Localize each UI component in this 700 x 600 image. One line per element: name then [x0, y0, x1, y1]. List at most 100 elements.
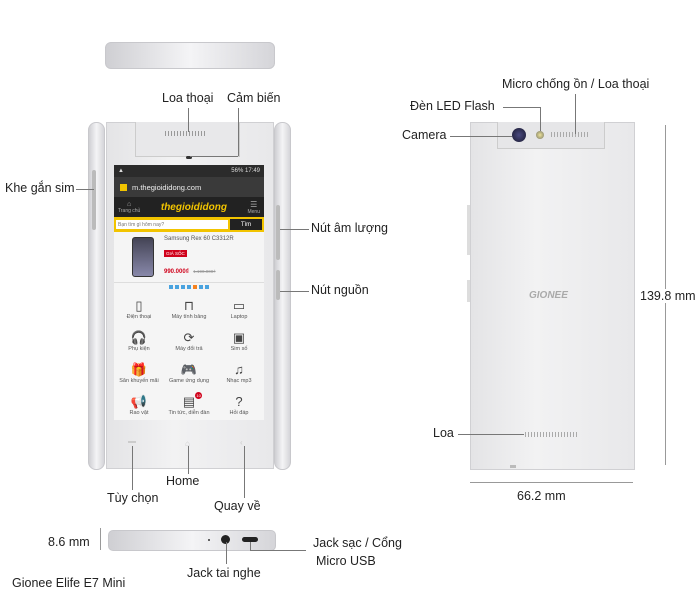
microphone-hole	[208, 539, 210, 541]
gamepad-icon: 🎮	[180, 361, 198, 377]
logo-text: thegioididong	[160, 201, 227, 213]
search-button[interactable]: Tìm	[230, 219, 262, 230]
product-old-price: 1.190.000₫	[193, 269, 216, 274]
home-key[interactable]: ⌂	[185, 439, 190, 448]
category-label: Game ứng dụng	[168, 377, 210, 384]
category-item[interactable]: ▯Điện thoại	[114, 293, 164, 325]
product-banner[interactable]: Samsung Rex 60 C3312R GIÁ SỐC 990.000₫ 1…	[114, 232, 264, 283]
label-flash: Đèn LED Flash	[410, 99, 495, 113]
carousel-dots	[114, 285, 264, 289]
phone-screen: ▲ 56% 17:49 m.thegioididong.com ⌂Trang ch…	[114, 165, 264, 420]
alert-icon: ▲	[118, 168, 124, 174]
tablet-icon: ⊓	[183, 297, 195, 313]
menu-label: Menu	[247, 208, 260, 215]
category-label: Rao vặt	[129, 409, 149, 416]
home-icon: ⌂	[127, 200, 132, 208]
phone-back	[470, 122, 635, 470]
bottom-notch	[510, 465, 516, 468]
back-speaker-grill	[525, 432, 577, 437]
category-label: Phụ kiện	[128, 345, 150, 352]
category-item[interactable]: 🎁Săn khuyến mãi	[114, 357, 164, 389]
back-key[interactable]: ‹	[240, 438, 243, 447]
phone-top-view	[105, 42, 275, 69]
category-item[interactable]: ⟳Máy đổi trả	[164, 325, 214, 357]
category-label: Điện thoại	[126, 313, 152, 320]
battery-level: 56%	[231, 168, 244, 174]
category-item[interactable]: ♫Nhạc mp3	[214, 357, 264, 389]
carousel-dot[interactable]	[193, 285, 197, 289]
music-icon: ♫	[234, 361, 244, 377]
status-bar: ▲ 56% 17:49	[114, 165, 264, 177]
category-item[interactable]: 🎮Game ứng dụng	[164, 357, 214, 389]
label-height: 139.8 mm	[640, 289, 696, 303]
carousel-dot[interactable]	[199, 285, 203, 289]
product-name: Samsung Rex 60 C3312R	[164, 236, 234, 242]
sensor	[186, 156, 192, 159]
category-grid: ▯Điện thoại⊓Máy tính bảng▭Laptop🎧Phụ kiệ…	[114, 289, 264, 420]
label-options: Tùy chọn	[107, 491, 159, 505]
carousel-dot[interactable]	[169, 285, 173, 289]
led-flash	[536, 131, 544, 139]
category-item[interactable]: ?Hỏi đáp	[214, 389, 264, 420]
carousel-dot[interactable]	[205, 285, 209, 289]
gift-icon: 🎁	[130, 361, 148, 377]
volume-button	[276, 205, 280, 260]
exchange-icon: ⟳	[183, 329, 195, 345]
category-item[interactable]: ⊓Máy tính bảng	[164, 293, 214, 325]
sim-icon: ▣	[232, 329, 246, 345]
category-label: Hỏi đáp	[229, 409, 249, 416]
menu-icon: ☰	[250, 199, 258, 209]
url-text: m.thegioididong.com	[132, 182, 202, 192]
label-camera: Camera	[402, 128, 447, 142]
usb-port	[242, 537, 258, 542]
earpiece-grill	[165, 131, 205, 136]
label-power: Nút nguồn	[311, 283, 369, 297]
sale-badge: GIÁ SỐC	[164, 250, 187, 257]
carousel-dot[interactable]	[187, 285, 191, 289]
megaphone-icon: 📢	[130, 393, 148, 409]
phone-bottom-view	[108, 530, 276, 551]
carousel-dot[interactable]	[175, 285, 179, 289]
category-label: Nhạc mp3	[226, 377, 252, 384]
category-item[interactable]: 🎧Phụ kiện	[114, 325, 164, 357]
search-input[interactable]	[116, 220, 228, 229]
site-favicon	[120, 183, 127, 191]
category-label: Máy đổi trả	[175, 345, 203, 352]
front-speaker-module	[135, 122, 240, 157]
mic-grill	[551, 132, 589, 137]
laptop-icon: ▭	[232, 297, 246, 313]
carousel-dot[interactable]	[181, 285, 185, 289]
label-speaker: Loa	[433, 426, 454, 440]
label-thickness: 8.6 mm	[48, 535, 90, 549]
site-logo[interactable]: thegioididong	[161, 202, 227, 213]
product-price: 990.000₫	[164, 269, 189, 275]
label-sensor: Cảm biến	[227, 91, 281, 105]
label-volume: Nút âm lượng	[311, 221, 389, 235]
category-label: Máy tính bảng	[171, 313, 207, 320]
home-link[interactable]: ⌂Trang chủ	[118, 201, 140, 214]
category-item[interactable]: ▣Sim số	[214, 325, 264, 357]
back-side-button	[467, 205, 470, 255]
category-item[interactable]: 📢Rao vặt	[114, 389, 164, 420]
site-header: ⌂Trang chủ thegioididong ☰Menu	[114, 197, 264, 217]
power-button	[276, 270, 280, 300]
menu-button[interactable]: ☰Menu	[247, 200, 260, 215]
label-sim-slot: Khe gắn sim	[5, 181, 75, 195]
address-bar[interactable]: m.thegioididong.com	[114, 177, 264, 197]
label-width: 66.2 mm	[517, 489, 566, 503]
category-label: Tin tức, diễn đàn	[168, 409, 210, 416]
options-key[interactable]	[128, 441, 136, 443]
phone-left-side	[88, 122, 105, 470]
camera-lens	[512, 128, 526, 142]
notification-badge: 10	[195, 391, 203, 399]
question-icon: ?	[235, 393, 243, 409]
news-icon: ▤10	[182, 391, 203, 409]
category-item[interactable]: ▭Laptop	[214, 293, 264, 325]
label-mic-speaker: Micro chống ồn / Loa thoại	[502, 77, 650, 91]
clock: 17:49	[244, 168, 260, 174]
product-name-caption: Gionee Elife E7 Mini	[12, 576, 126, 590]
sim-tray	[92, 170, 96, 230]
label-charging-1: Jack sạc / Cổng	[313, 536, 402, 550]
category-label: Săn khuyến mãi	[119, 377, 159, 384]
